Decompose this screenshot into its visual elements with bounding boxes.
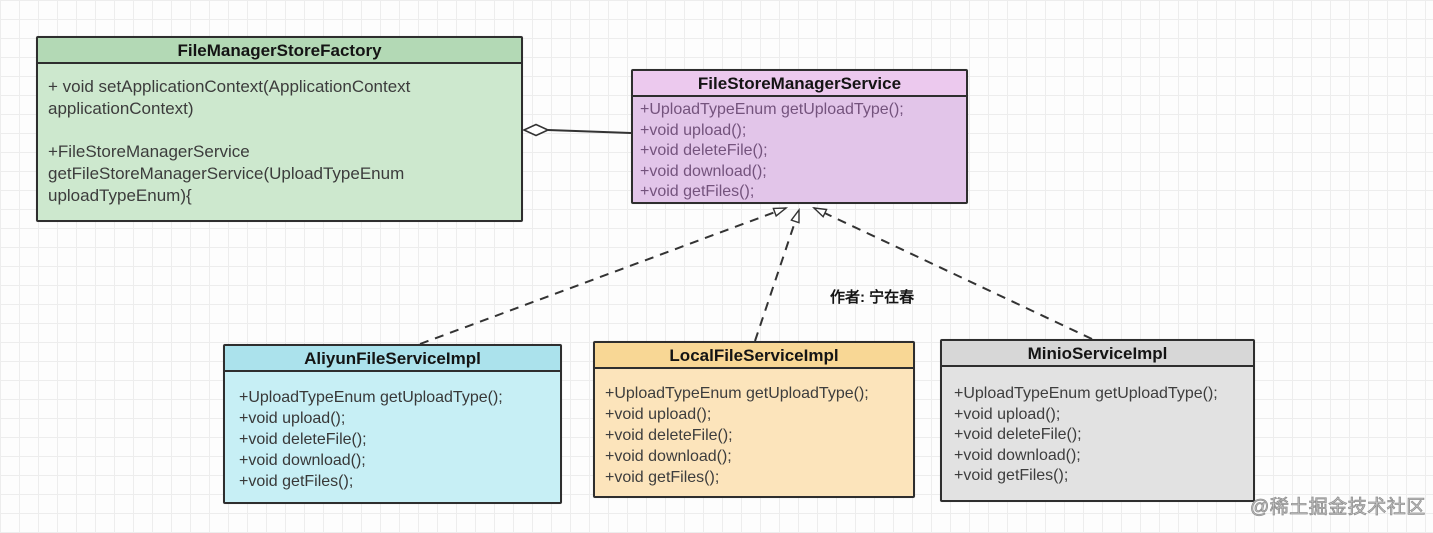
realization-line-aliyun bbox=[419, 207, 786, 345]
class-body-filestoremanagerservice: +UploadTypeEnum getUploadType(); +void u… bbox=[633, 97, 966, 202]
aggregation-line bbox=[547, 129, 632, 134]
class-title-filemanagerstorefactory: FileManagerStoreFactory bbox=[38, 38, 521, 64]
method-signature: +void download(); bbox=[640, 162, 767, 180]
method-signature: +void download(); bbox=[605, 448, 732, 465]
watermark-text: @稀土掘金技术社区 bbox=[1250, 497, 1426, 519]
class-title-minioserviceimpl: MinioServiceImpl bbox=[942, 341, 1253, 367]
method-signature: +UploadTypeEnum getUploadType(); bbox=[954, 385, 1218, 402]
method-signature: +void upload(); bbox=[605, 406, 712, 423]
class-title-localfileserviceimpl: LocalFileServiceImpl bbox=[595, 343, 913, 369]
class-body-minioserviceimpl: +UploadTypeEnum getUploadType(); +void u… bbox=[942, 367, 1253, 500]
method-signature: +void getFiles(); bbox=[605, 469, 720, 486]
method-signature: +void getFiles(); bbox=[954, 467, 1069, 484]
class-box-filemanagerstorefactory: FileManagerStoreFactory + void setApplic… bbox=[36, 36, 523, 222]
method-signature: +void upload(); bbox=[239, 410, 346, 427]
class-box-aliyunfileserviceimpl: AliyunFileServiceImpl +UploadTypeEnum ge… bbox=[223, 344, 562, 504]
realization-line-minio bbox=[814, 208, 1093, 340]
method-signature: +void deleteFile(); bbox=[239, 431, 367, 448]
method-signature: +void getFiles(); bbox=[640, 183, 755, 200]
method-signature: +void deleteFile(); bbox=[605, 427, 733, 444]
method-signature: +void download(); bbox=[239, 452, 366, 469]
class-title-aliyunfileserviceimpl: AliyunFileServiceImpl bbox=[225, 346, 560, 372]
class-body-filemanagerstorefactory: + void setApplicationContext(Application… bbox=[38, 64, 521, 220]
class-box-minioserviceimpl: MinioServiceImpl +UploadTypeEnum getUplo… bbox=[940, 339, 1255, 502]
method-signature: +void upload(); bbox=[640, 121, 747, 139]
method-signature: +FileStoreManagerService getFileStoreMan… bbox=[48, 142, 405, 205]
method-signature: +void deleteFile(); bbox=[954, 426, 1082, 443]
class-body-aliyunfileserviceimpl: +UploadTypeEnum getUploadType(); +void u… bbox=[225, 372, 560, 502]
author-label: 作者: 宁在春 bbox=[830, 289, 915, 306]
class-body-localfileserviceimpl: +UploadTypeEnum getUploadType(); +void u… bbox=[595, 369, 913, 496]
aggregation-diamond bbox=[522, 123, 550, 137]
realization-line-local bbox=[754, 210, 800, 342]
method-signature: +void deleteFile(); bbox=[640, 142, 768, 159]
method-signature: + void setApplicationContext(Application… bbox=[48, 77, 411, 118]
method-signature: +UploadTypeEnum getUploadType(); bbox=[640, 101, 904, 118]
method-signature: +UploadTypeEnum getUploadType(); bbox=[605, 385, 869, 402]
class-box-localfileserviceimpl: LocalFileServiceImpl +UploadTypeEnum get… bbox=[593, 341, 915, 498]
method-signature: +void upload(); bbox=[954, 405, 1061, 423]
class-box-filestoremanagerservice: FileStoreManagerService +UploadTypeEnum … bbox=[631, 69, 968, 204]
class-title-filestoremanagerservice: FileStoreManagerService bbox=[633, 71, 966, 97]
method-signature: +void getFiles(); bbox=[239, 473, 354, 490]
method-signature: +void download(); bbox=[954, 446, 1081, 464]
method-signature: +UploadTypeEnum getUploadType(); bbox=[239, 389, 503, 406]
